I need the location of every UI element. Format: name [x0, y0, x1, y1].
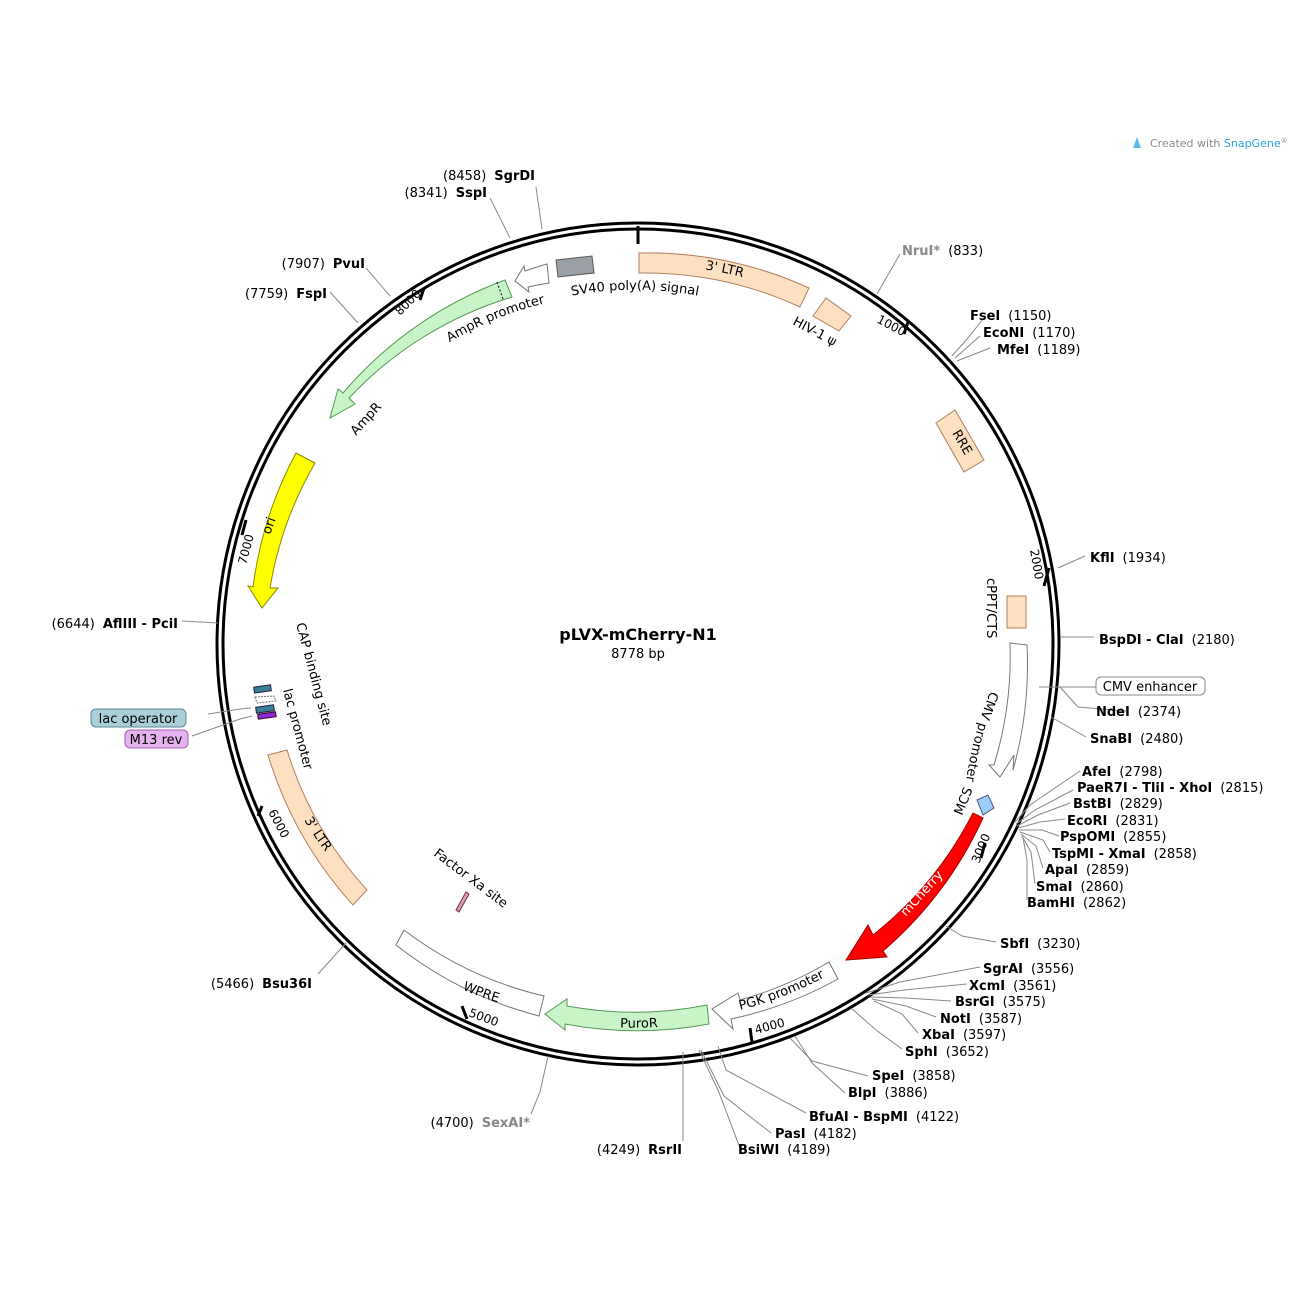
site-rsrii[interactable]: (4249)RsrII: [597, 1143, 682, 1158]
tick-2000: 2000: [1027, 548, 1046, 581]
site-pvui[interactable]: (7907)PvuI: [282, 257, 365, 272]
site-sbfi[interactable]: SbfI(3230): [1000, 937, 1080, 952]
site-afei[interactable]: AfeI(2798): [1082, 765, 1163, 780]
site-apai[interactable]: ApaI(2859): [1045, 863, 1129, 878]
feature-ltr-top[interactable]: [638, 252, 810, 308]
snapgene-logo-icon: [1133, 137, 1141, 148]
feature-pgk-promoter[interactable]: [711, 961, 839, 1031]
feature-mcherry[interactable]: [845, 812, 984, 961]
label-ori: ori: [260, 515, 280, 536]
feature-puror[interactable]: [544, 998, 710, 1032]
site-sgrdi[interactable]: (8458)SgrDI: [443, 169, 535, 184]
site-sspi[interactable]: (8341)SspI: [405, 186, 487, 201]
site-paer7i[interactable]: PaeR7I - TliI - XhoI(2815): [1077, 781, 1263, 796]
backbone-inner-ring: [221, 227, 1055, 1061]
site-bsiwi[interactable]: BsiWI(4189): [738, 1143, 831, 1158]
site-bfuai-bspmi[interactable]: BfuAI - BspMI(4122): [809, 1110, 959, 1125]
site-tspmi-xmai[interactable]: TspMI - XmaI(2858): [1052, 847, 1197, 862]
site-labels: NruI*(833) FseI(1150) EcoNI(1170) MfeI(1…: [52, 169, 1264, 1158]
tick-marks: [240, 287, 1051, 1043]
feature-ori[interactable]: [246, 452, 316, 609]
site-aflIII-pcii[interactable]: (6644)AflIII - PciI: [52, 617, 178, 632]
svg-text:M13 rev: M13 rev: [130, 733, 183, 748]
site-fsei[interactable]: FseI(1150): [970, 309, 1052, 324]
label-factor-xa: Factor Xa site: [431, 846, 511, 911]
site-smai[interactable]: SmaI(2860): [1036, 880, 1124, 895]
site-pspomi[interactable]: PspOMI(2855): [1060, 830, 1166, 845]
site-snabi[interactable]: SnaBI(2480): [1090, 732, 1183, 747]
site-econi[interactable]: EcoNI(1170): [983, 326, 1075, 341]
feature-m13-rev[interactable]: [257, 711, 277, 720]
site-ndei[interactable]: NdeI(2374): [1096, 705, 1181, 720]
feature-label-cmv-enhancer[interactable]: CMV enhancer: [1095, 676, 1206, 696]
feature-label-lac-operator[interactable]: lac operator: [90, 708, 187, 728]
site-spei[interactable]: SpeI(3858): [872, 1069, 956, 1084]
plasmid-length: 8778 bp: [611, 647, 665, 662]
feature-rre[interactable]: [935, 409, 985, 473]
site-sexai[interactable]: (4700)SexAI*: [431, 1116, 531, 1131]
site-blpi[interactable]: BlpI(3886): [848, 1086, 928, 1101]
site-bsrgi[interactable]: BsrGI(3575): [955, 995, 1046, 1010]
label-cppt-cts: cPPT/CTS: [983, 578, 998, 638]
site-nrui[interactable]: NruI*(833): [902, 244, 983, 259]
snapgene-credit: Created with SnapGene®: [1133, 137, 1288, 150]
label-sv40-polya: SV40 poly(A) signal: [570, 279, 700, 300]
feature-factor-xa[interactable]: [455, 891, 470, 913]
credit-text: Created with SnapGene®: [1150, 137, 1288, 150]
feature-cap-binding-site[interactable]: [253, 684, 272, 694]
site-ecori[interactable]: EcoRI(2831): [1067, 814, 1159, 829]
site-bamhi[interactable]: BamHI(2862): [1027, 896, 1126, 911]
plasmid-title: pLVX-mCherry-N1: [559, 625, 717, 644]
site-kfli[interactable]: KflI(1934): [1090, 551, 1166, 566]
label-ampr: AmpR: [348, 400, 385, 439]
site-pasi[interactable]: PasI(4182): [775, 1127, 857, 1142]
site-sgrai[interactable]: SgrAI(3556): [983, 962, 1074, 977]
feature-lac-promoter[interactable]: [254, 695, 277, 704]
ampr-promoter-boundary: [496, 281, 504, 300]
site-mfei[interactable]: MfeI(1189): [997, 343, 1080, 358]
site-fspi[interactable]: (7759)FspI: [245, 287, 327, 302]
feature-cppt-cts[interactable]: [1006, 595, 1027, 629]
feature-ltr-left[interactable]: [267, 749, 368, 906]
site-xbai[interactable]: XbaI(3597): [922, 1028, 1006, 1043]
site-sphi[interactable]: SphI(3652): [905, 1045, 989, 1060]
site-bsu36i[interactable]: (5466)Bsu36I: [211, 977, 312, 992]
svg-text:CMV enhancer: CMV enhancer: [1103, 680, 1198, 695]
site-xcmi[interactable]: XcmI(3561): [969, 979, 1056, 994]
site-noti[interactable]: NotI(3587): [940, 1012, 1022, 1027]
feature-lac-operator[interactable]: [255, 704, 275, 714]
feature-ampr-promoter[interactable]: [514, 263, 550, 294]
tick-7000: 7000: [235, 533, 256, 566]
feature-sv40-polya[interactable]: [555, 255, 595, 278]
feature-cmv-promoter[interactable]: [987, 642, 1028, 778]
backbone-outer-ring: [215, 221, 1061, 1067]
site-bstbi[interactable]: BstBI(2829): [1073, 797, 1163, 812]
feature-hiv-psi[interactable]: [812, 297, 852, 332]
label-puror: PuroR: [620, 1016, 658, 1032]
site-bspdi-clai[interactable]: BspDI - ClaI(2180): [1099, 633, 1235, 648]
feature-ampr[interactable]: [329, 279, 513, 420]
callout-lines: [181, 186, 1127, 1149]
feature-label-m13-rev[interactable]: M13 rev: [124, 729, 189, 749]
feature-wpre[interactable]: [395, 929, 545, 1017]
svg-text:lac operator: lac operator: [99, 712, 178, 727]
feature-mcs[interactable]: [976, 794, 995, 816]
